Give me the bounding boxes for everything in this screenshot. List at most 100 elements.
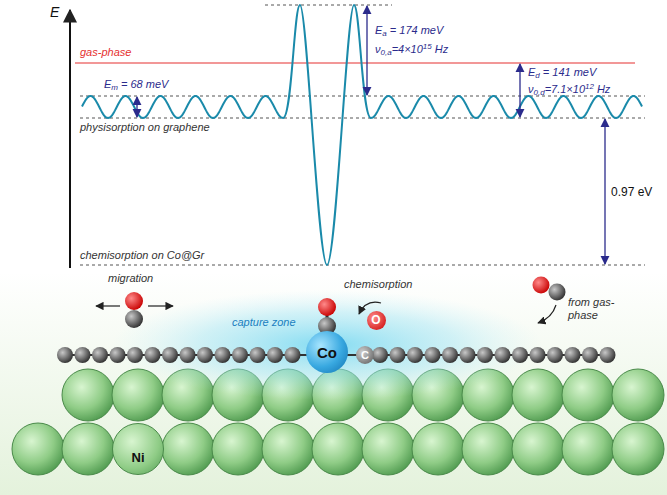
- energy-label: Ea = 174 meV: [375, 24, 443, 40]
- atom-sphere: [312, 423, 364, 475]
- label-text: migration: [108, 272, 153, 284]
- frequency-label: ν0,a=4×1015Hz: [375, 40, 448, 59]
- level-label: gas-phase: [80, 46, 131, 59]
- atom-sphere: [460, 347, 476, 363]
- atom-sphere: [215, 347, 231, 363]
- potential-well: [283, 5, 371, 265]
- atom-sphere: [565, 347, 581, 363]
- chemisorption-level: [80, 265, 645, 266]
- label-text: =7.1×10: [545, 83, 585, 95]
- atom-sphere: [512, 423, 564, 475]
- oxygen-atom: [533, 277, 550, 294]
- label-text: d: [535, 71, 539, 80]
- label-text: ν: [375, 43, 381, 55]
- label-text: ν: [528, 83, 534, 95]
- carbon-atom: C: [356, 346, 374, 364]
- atom-sphere: [442, 347, 458, 363]
- label-text: 0,a: [381, 48, 392, 57]
- atom-symbol: O: [371, 313, 380, 327]
- atom-sphere: [127, 347, 143, 363]
- level-label: chemisorption on Co@Gr: [80, 249, 204, 262]
- atom-sphere: [180, 347, 196, 363]
- energy-arrow: [604, 119, 605, 264]
- atom-sphere: [562, 369, 614, 421]
- atom-sphere: [495, 347, 511, 363]
- gas-phase-level: [75, 62, 635, 63]
- cobalt-atom: Co: [306, 331, 348, 373]
- oxygen-atom: O: [367, 311, 386, 330]
- label-text: E: [104, 78, 111, 90]
- atom-sphere: [582, 347, 598, 363]
- energy-axis: [69, 10, 71, 268]
- process-label: migration: [108, 272, 153, 285]
- label-text: E: [528, 66, 535, 78]
- atom-sphere: [57, 347, 73, 363]
- zone-label: capture zone: [232, 316, 296, 329]
- atom-sphere: [477, 347, 493, 363]
- frequency-label: ν0,d=7.1×1012Hz: [528, 80, 610, 99]
- energy-value: 0.97 eV: [611, 186, 652, 199]
- adsorption-arrow: [538, 305, 556, 323]
- atom-sphere: [232, 347, 248, 363]
- atom-sphere: [212, 423, 264, 475]
- energy-arrow: [519, 64, 520, 117]
- atom-sphere: [547, 347, 563, 363]
- label-text: E: [375, 24, 382, 36]
- label-text: Hz: [435, 43, 448, 55]
- atom-sphere: [407, 347, 423, 363]
- label-text: =4×10: [392, 43, 423, 55]
- atom-sphere: [250, 347, 266, 363]
- label-text: m: [111, 83, 118, 92]
- energy-label: Em= 68 meV: [104, 78, 168, 94]
- carbon-atom: [125, 310, 143, 328]
- label-text: capture zone: [232, 316, 296, 328]
- label-text: = 68 meV: [121, 78, 168, 90]
- atom-sphere: [267, 347, 283, 363]
- label-text: a: [382, 29, 386, 38]
- label-text: Hz: [597, 83, 610, 95]
- atom-sphere: [362, 423, 414, 475]
- atom-sphere: [512, 347, 528, 363]
- label-text: chemisorption: [344, 278, 412, 290]
- level-label: physisorption on graphene: [80, 121, 210, 134]
- migration-arrow: [148, 305, 173, 306]
- potential-curve: [371, 96, 642, 118]
- label-text: E: [50, 4, 59, 20]
- atom-sphere: [612, 369, 664, 421]
- carbon-atom: [549, 284, 566, 301]
- atom-sphere: [62, 423, 114, 475]
- atom-sphere: [530, 347, 546, 363]
- atom-sphere: [262, 423, 314, 475]
- atom-sphere: [162, 423, 214, 475]
- atom-sphere: [62, 369, 114, 421]
- energy-label: Ed= 141 meV: [528, 66, 596, 82]
- axis-label: E: [50, 6, 59, 19]
- label-text: = 174 meV: [390, 24, 444, 36]
- atom-sphere: [462, 423, 514, 475]
- migration-arrow: [96, 305, 120, 306]
- label-text: from gas-phase: [568, 296, 614, 321]
- oxygen-atom: [318, 298, 336, 316]
- atom-sphere: [372, 347, 388, 363]
- atom-sphere: [75, 347, 91, 363]
- label-text: 0,d: [534, 88, 545, 97]
- process-label: chemisorption: [344, 278, 412, 291]
- atom-sphere: [562, 423, 614, 475]
- atom-sphere: [92, 347, 108, 363]
- label-text: 12: [585, 82, 594, 91]
- physisorption-level: [80, 118, 645, 119]
- process-label: from gas-phase: [568, 296, 626, 322]
- atom-symbol: Co: [317, 344, 337, 361]
- atom-sphere: [12, 423, 64, 475]
- nickel-atom: Ni: [112, 423, 164, 475]
- atom-sphere: [512, 369, 564, 421]
- atom-sphere: [285, 347, 301, 363]
- atom-sphere: [612, 423, 664, 475]
- atom-sphere: [162, 347, 178, 363]
- label-text: physisorption on graphene: [80, 121, 210, 133]
- atom-sphere: [425, 347, 441, 363]
- label-text: 0.97 eV: [611, 185, 652, 199]
- atom-symbol: C: [361, 349, 369, 361]
- atom-sphere: [390, 347, 406, 363]
